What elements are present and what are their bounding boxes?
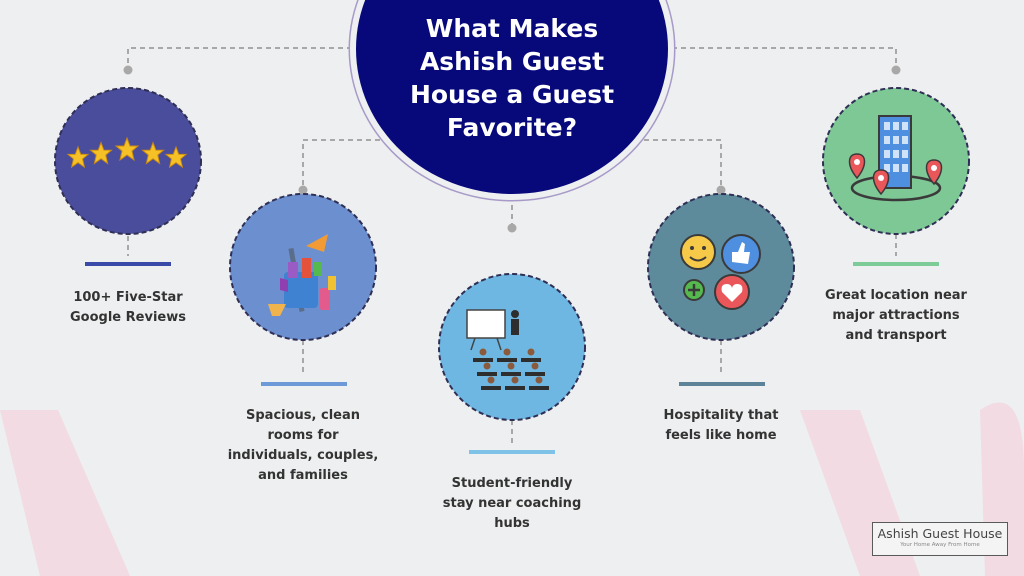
building-location-icon [848, 115, 943, 202]
reviews-bar [85, 262, 171, 266]
label-line: Student-friendly [451, 476, 573, 491]
cleaning-supplies-icon [268, 234, 336, 316]
label-line: stay near coaching [442, 496, 582, 511]
logo-name: Ashish Guest House [877, 526, 1003, 541]
hospitality-bar [679, 382, 765, 386]
location-label: Great location near major attractions an… [811, 286, 981, 346]
five-stars-icon [66, 136, 188, 169]
students-label: Student-friendly stay near coaching hubs [427, 474, 597, 534]
hospitality-label: Hospitality that feels like home [641, 406, 801, 446]
students-bar [469, 450, 555, 454]
label-line: major attractions [832, 308, 960, 323]
label-line: individuals, couples, [227, 448, 379, 463]
label-line: Hospitality that [663, 408, 779, 423]
label-line: Great location near [825, 288, 967, 303]
label-line: Google Reviews [70, 310, 186, 325]
label-line: hubs [494, 516, 530, 531]
location-bar [853, 262, 939, 266]
label-line: and transport [845, 328, 947, 343]
rooms-node [228, 192, 378, 342]
students-node [437, 272, 587, 422]
location-node [821, 86, 971, 236]
brand-logo: Ashish Guest House Your Home Away From H… [872, 522, 1008, 556]
reviews-node [53, 86, 203, 236]
label-line: 100+ Five-Star [73, 290, 183, 305]
smiley-like-heart-icon [680, 234, 761, 310]
logo-tagline: Your Home Away From Home [900, 542, 980, 548]
label-line: feels like home [665, 428, 777, 443]
reviews-label: 100+ Five-Star Google Reviews [48, 288, 208, 328]
label-line: rooms for [267, 428, 339, 443]
hospitality-node [646, 192, 796, 342]
rooms-label: Spacious, clean rooms for individuals, c… [218, 406, 388, 486]
classroom-icon [466, 309, 549, 390]
page-title: What Makes Ashish Guest House a Guest Fa… [409, 14, 615, 142]
rooms-bar [261, 382, 347, 386]
label-line: and families [258, 468, 348, 483]
label-line: Spacious, clean [246, 408, 360, 423]
